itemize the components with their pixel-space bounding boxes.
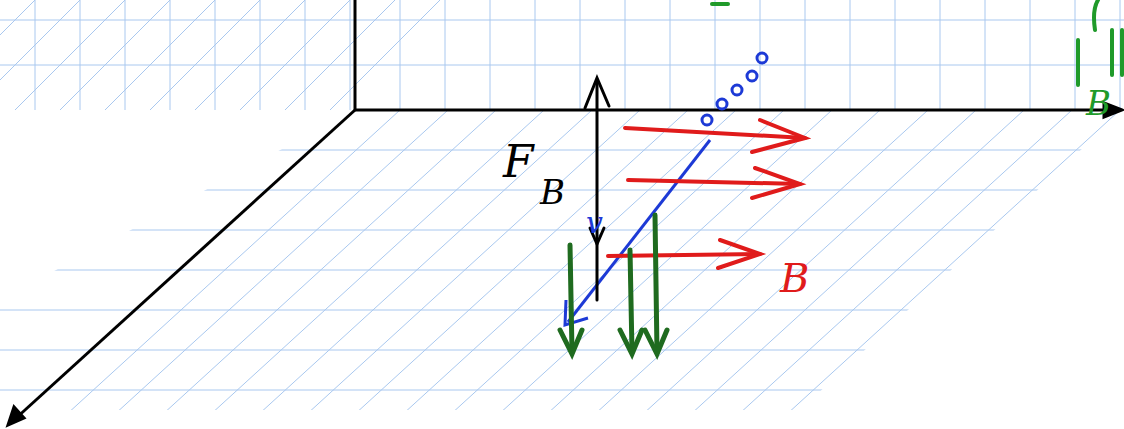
axes: [8, 0, 1122, 425]
wire: [565, 53, 767, 325]
green-equation-strokes: [712, 0, 1122, 85]
force-label: F: [503, 140, 534, 184]
force-arrow: [585, 78, 609, 300]
equation-denominator: B: [1086, 86, 1111, 120]
current-arrows: [560, 215, 667, 354]
field-label: B: [780, 258, 809, 298]
magnetic-field-arrows: [608, 120, 805, 268]
velocity-label: v: [586, 208, 603, 238]
force-subscript: B: [540, 175, 565, 209]
